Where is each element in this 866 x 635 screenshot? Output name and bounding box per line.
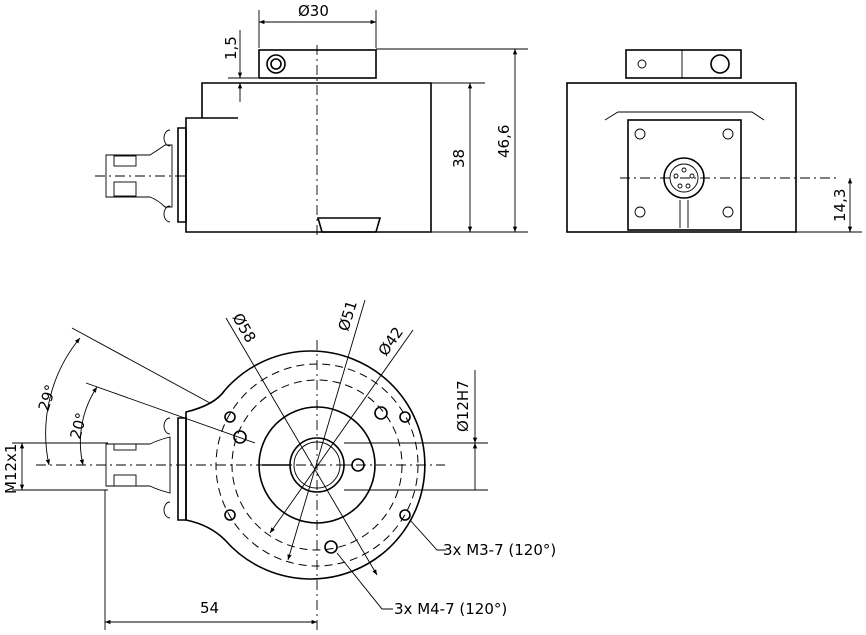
note-m3-threads: 3x M3-7 (120°)	[443, 541, 556, 559]
dim-housing-diameter: Ø58	[229, 310, 260, 346]
note-m4-threads: 3x M4-7 (120°)	[394, 600, 507, 618]
m3-holes	[224, 411, 411, 521]
m4-holes	[233, 406, 388, 554]
dim-angle-inner: 20°	[66, 411, 90, 441]
dim-connector-thread: M12x1	[2, 444, 20, 494]
dim-body-height: 38	[450, 149, 468, 168]
dim-angle-outer: 29°	[35, 382, 60, 413]
front-view-dimensions: Ø58 Ø51 Ø42 Ø12H7 M12x1 29° 20° 54 3x M3…	[2, 298, 556, 630]
dim-total-height: 46,6	[495, 125, 513, 158]
dim-connector-height: 14,3	[831, 189, 849, 222]
side-view-dimensions: Ø30 1,5 38 46,6	[222, 2, 528, 233]
front-view	[36, 340, 445, 630]
dim-bore: Ø12H7	[454, 380, 472, 432]
dim-flange-height: 1,5	[222, 36, 240, 60]
rear-view	[566, 49, 840, 233]
rear-view-dimensions: 14,3	[796, 178, 862, 233]
dim-connector-offset: 54	[200, 599, 219, 617]
dim-hole-circle-inner: Ø42	[375, 324, 407, 360]
side-view	[95, 45, 432, 238]
dim-flange-diameter: Ø30	[298, 2, 329, 20]
